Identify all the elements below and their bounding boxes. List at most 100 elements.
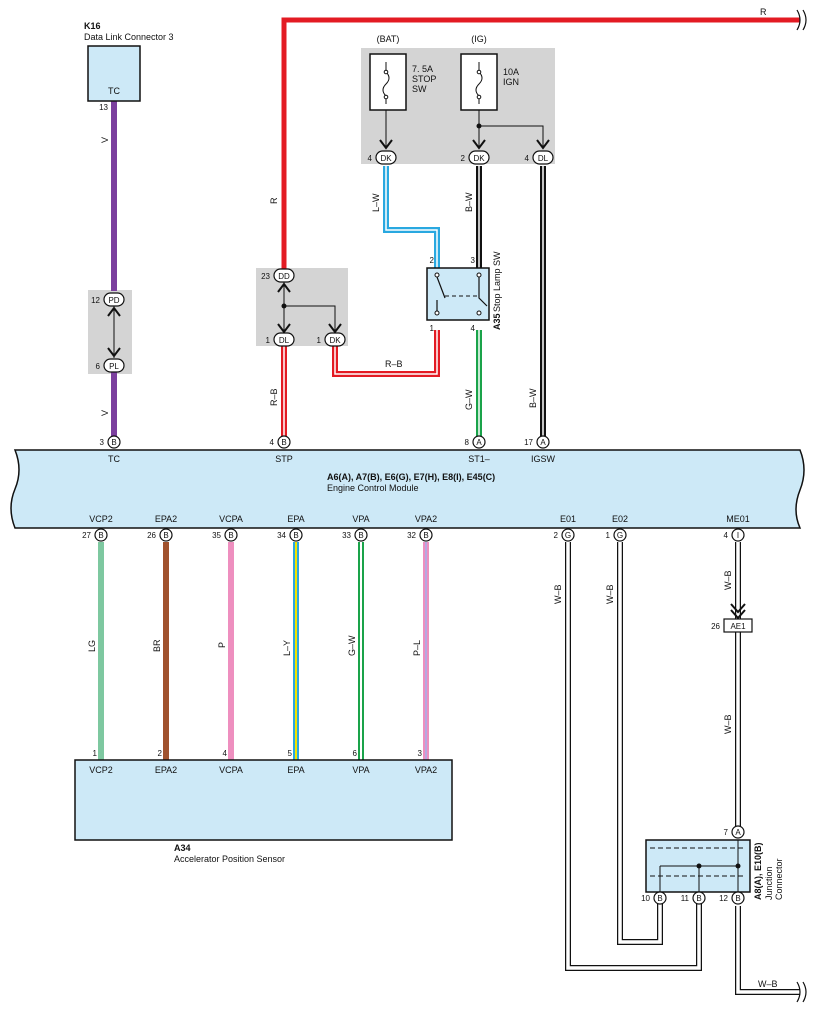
fuse-bat-rating: 7. 5A (412, 64, 433, 74)
chevron-down-icon (379, 139, 393, 150)
a35-code: A35 (492, 313, 502, 330)
fuse-bat-name1: STOP (412, 74, 436, 84)
wire-label-wb3: W–B (723, 570, 733, 590)
k16-connector-box (87, 45, 141, 102)
wire-label-br: BR (152, 639, 162, 652)
splice-stp-branch (284, 305, 336, 332)
a34-pin-no: 1 (93, 749, 98, 758)
wire-label-wb5: W–B (758, 979, 778, 989)
a8-bottom-pin-conn: B (696, 894, 701, 903)
ecm-bottom-pin-vpa2: B 32 (407, 528, 433, 542)
ecm-bottom-pin-conn: B (98, 531, 103, 540)
a8-bottom-pin-no: 10 (641, 894, 650, 903)
chevron-down-icon (536, 139, 550, 150)
a35-name: Stop Lamp SW (492, 251, 502, 312)
wire-break-mark (796, 981, 801, 1003)
wire-label-v-top: V (100, 137, 110, 143)
a8-top-pin-conn: A (735, 828, 741, 837)
wire-wb-e01-core (566, 542, 701, 970)
a34-sensor-box (74, 759, 453, 841)
ecm-bottom-pin-conn: G (565, 531, 571, 540)
ecm-bottom-label-e02: E02 (612, 514, 628, 524)
wire-label-wb1: W–B (553, 584, 563, 604)
ecm-bottom-pin-no: 32 (407, 531, 416, 540)
a35-pin-bottom-right: 4 (471, 324, 476, 333)
a35-contact (476, 310, 482, 316)
fuse-ig-name: IGN (503, 77, 519, 87)
ecm-top-label-stp: STP (275, 454, 293, 464)
fuse-bat-header: (BAT) (377, 34, 400, 44)
ecm-bottom-pin-me01: I 4 (724, 528, 745, 542)
a8-name1: Junction (764, 866, 774, 900)
a35-blade (478, 277, 488, 307)
a35-contact (434, 310, 440, 316)
ecm-bottom-label-vcpa: VCPA (219, 514, 243, 524)
ecm-bottom-pin-conn: B (163, 531, 168, 540)
wire-label-bw-mid: B–W (464, 192, 474, 212)
wire-label-rb-vert: R–B (269, 388, 279, 406)
splice-dot (476, 123, 482, 129)
ecm-bottom-pin-conn: B (228, 531, 233, 540)
k16-name: Data Link Connector 3 (84, 32, 174, 42)
ecm-top-pin-no: 4 (270, 438, 275, 447)
wire-label-gw-top: G–W (464, 389, 474, 410)
terminal-dd-no: 23 (261, 272, 270, 281)
ecm-top-pin-conn: B (281, 438, 286, 447)
fuse-ig-symbol (475, 62, 483, 104)
terminal-dl-ig-no: 4 (525, 154, 530, 163)
ecm-bottom-label-vpa2: VPA2 (415, 514, 437, 524)
ecm-bottom-label-epa: EPA (287, 514, 304, 524)
wire-break-mark (796, 9, 801, 31)
wire-label-wb2: W–B (605, 584, 615, 604)
terminal-dl-mid-code: DL (279, 336, 290, 345)
chevron-up-icon (277, 282, 291, 293)
ecm-bottom-label-epa2: EPA2 (155, 514, 177, 524)
a34-pin-label: VPA2 (415, 765, 437, 775)
a8-bottom-pin-conn: B (735, 894, 740, 903)
ecm-bottom-label-me01: ME01 (726, 514, 750, 524)
chevron-down-icon (730, 603, 746, 614)
terminal-dl-ig (532, 150, 554, 165)
a35-pin-top-right: 3 (471, 256, 476, 265)
wire-lg (98, 542, 104, 760)
fuse-ig-terminal (476, 69, 482, 75)
ecm-bottom-label-vcp2: VCP2 (89, 514, 113, 524)
ecm-top-label-tc: TC (108, 454, 120, 464)
k16-code: K16 (84, 21, 101, 31)
terminal-dl-mid (273, 332, 295, 347)
chevron-down-icon (277, 323, 291, 334)
chevron-down-icon (472, 139, 486, 150)
a8-bottom-pin-conn: B (657, 894, 662, 903)
a8-name2: Connector (774, 858, 784, 900)
a34-pin-no: 2 (158, 749, 163, 758)
a8-bottom-pin-no: 11 (681, 894, 690, 903)
terminal-dk-ig-code: DK (473, 154, 485, 163)
terminal-dk-bat (375, 150, 397, 165)
ecm-bottom-pin-e01: G 2 (554, 528, 575, 542)
wire-r (281, 17, 800, 270)
a8-bottom-pin-12: B 12 (719, 891, 745, 905)
ecm-bottom-pin-vpa: B 33 (342, 528, 368, 542)
wire-v-top (111, 101, 117, 291)
ecm-bottom-pin-epa: B 34 (277, 528, 303, 542)
terminal-dk-ig (468, 150, 490, 165)
splice-dot (696, 863, 702, 869)
wire-label-p: P (217, 642, 227, 648)
wire-label-ly: L–Y (282, 640, 292, 656)
wire-wb-e01 (565, 542, 702, 971)
ecm-top-pin-conn: B (111, 438, 116, 447)
a8-code: A8(A), E10(B) (753, 842, 763, 900)
terminal-pd-no: 12 (91, 296, 100, 305)
terminal-dk-mid (324, 332, 346, 347)
terminal-dd-code: DD (278, 272, 290, 281)
terminal-dk-ig-no: 2 (461, 154, 466, 163)
terminal-dk-mid-no: 1 (317, 336, 322, 345)
ecm-top-pin-conn: A (540, 438, 546, 447)
ecm-top-pin-tc: B 3 (100, 435, 121, 449)
wire-label-r-top: R (760, 7, 767, 17)
ecm-bottom-pin-conn: B (358, 531, 363, 540)
fuse-bat-name2: SW (412, 84, 427, 94)
a34-pin-label: VPA (352, 765, 369, 775)
terminal-ae1 (723, 618, 753, 633)
fuse-bat-terminal (383, 94, 389, 100)
